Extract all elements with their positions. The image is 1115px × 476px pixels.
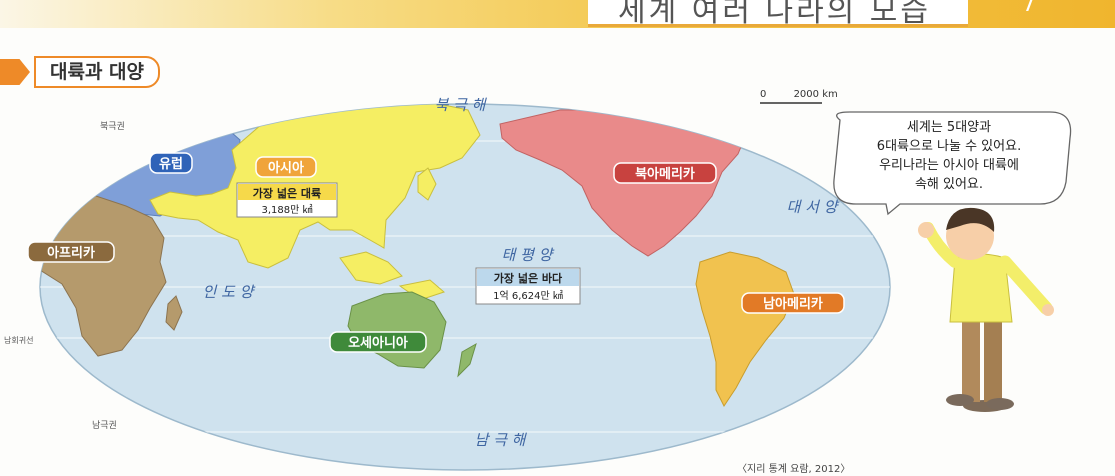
callout-largest-ocean: 가장 넓은 바다 1억 6,624만 ㎢: [475, 267, 581, 305]
label-asia: 아시아: [255, 156, 317, 178]
svg-text:북아메리카: 북아메리카: [635, 166, 695, 182]
speech-text: 세계는 5대양과 6대륙으로 나눌 수 있어요. 우리나라는 아시아 대륙에 속…: [838, 118, 1060, 194]
header-title: 세계 여러 나라의 모습: [618, 0, 932, 27]
atlantic-ocean-label: 대 서 양: [787, 198, 840, 216]
new-zealand-landmass: [457, 342, 477, 378]
label-europe: 유럽: [149, 152, 193, 174]
callout-largest-continent: 가장 넓은 대륙 3,188만 ㎢: [236, 182, 338, 218]
label-north-america: 북아메리카: [613, 162, 717, 184]
indonesia-landmass: [339, 251, 403, 285]
svg-text:아시아: 아시아: [268, 160, 304, 176]
speech-line-1: 세계는 5대양과: [906, 120, 992, 135]
source-caption: 〈지리 통계 요람, 2012〉: [737, 464, 851, 475]
label-africa: 아프리카: [27, 241, 115, 263]
speech-bubble: [833, 111, 1072, 216]
greenland-landmass: [755, 115, 811, 151]
africa-landmass: [40, 193, 167, 357]
southern-ocean-label: 남 극 해: [475, 431, 528, 449]
svg-text:오세아니아: 오세아니아: [348, 335, 408, 351]
svg-text:남아메리카: 남아메리카: [763, 296, 823, 312]
svg-text:아프리카: 아프리카: [47, 245, 95, 261]
speech-line-4: 속해 있어요.: [914, 177, 984, 192]
callout-largest-continent-value: 3,188만 ㎢: [261, 204, 312, 216]
header-title-box: 세계 여러 나라의 모습: [588, 0, 968, 27]
boy-character: [918, 207, 1054, 412]
label-oceania: 오세아니아: [329, 331, 427, 353]
scale-distance: 2000 km: [793, 89, 838, 100]
scale-bar: 0 2000 km: [760, 89, 838, 100]
madagascar-landmass: [165, 295, 183, 331]
speech-line-3: 우리나라는 아시아 대륙에: [879, 158, 1019, 173]
svg-text:유럽: 유럽: [159, 157, 183, 172]
section-heading: 대륙과 대양: [0, 56, 161, 88]
callout-largest-ocean-title: 가장 넓은 바다: [494, 271, 563, 285]
scandinavia-landmass: [119, 104, 178, 125]
arctic-circle-label: 북극권: [100, 120, 125, 132]
south-america-landmass: [695, 251, 795, 407]
japan-landmass: [417, 167, 437, 201]
pacific-ocean-label: 태 평 양: [502, 246, 555, 264]
indian-ocean-label: 인 도 양: [203, 283, 256, 301]
scale-zero: 0: [760, 89, 767, 100]
callout-largest-ocean-value: 1억 6,624만 ㎢: [493, 290, 563, 302]
callout-largest-continent-title: 가장 넓은 대륙: [253, 186, 321, 200]
page-number: 7: [1022, 0, 1036, 17]
section-title: 대륙과 대양: [34, 56, 161, 88]
speech-line-2: 6대륙으로 나눌 수 있어요.: [876, 139, 1022, 154]
label-south-america: 남아메리카: [741, 292, 845, 314]
tropic-label: 남회귀선: [4, 335, 33, 345]
arctic-ocean-label: 북 극 해: [435, 96, 488, 114]
antarctic-circle-label: 남극권: [92, 419, 117, 431]
